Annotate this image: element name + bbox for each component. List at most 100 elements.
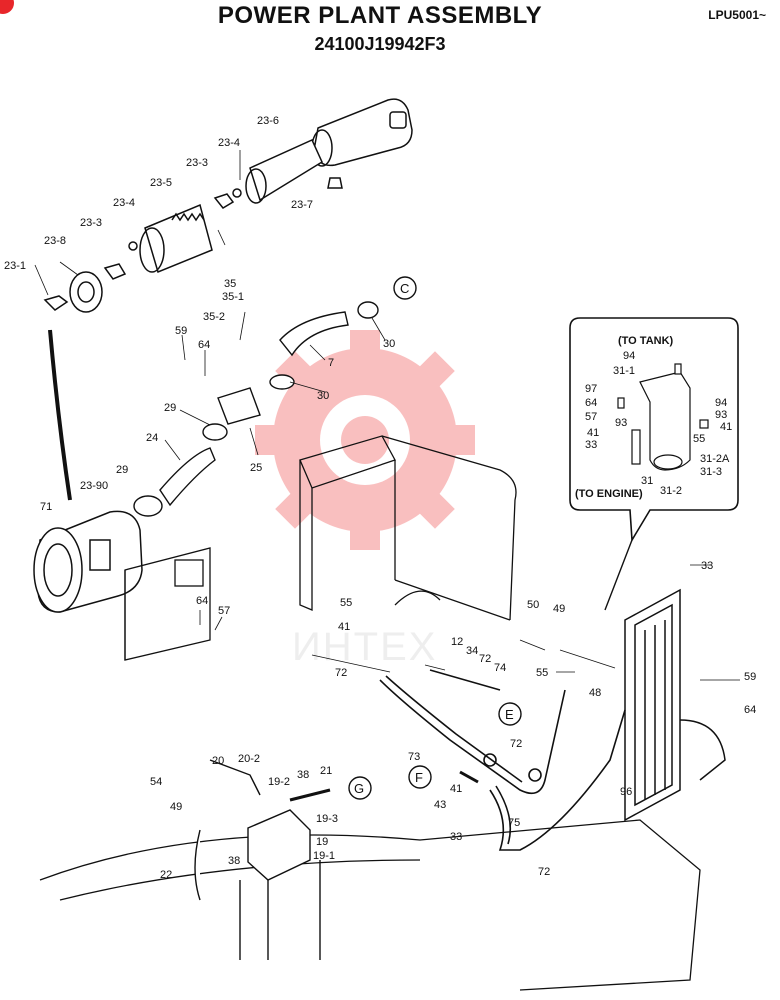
callout-f: F [408, 765, 432, 789]
leader-lines [34, 150, 740, 681]
intake-hose-23-90 [48, 329, 72, 501]
inset-label: 93 [715, 409, 727, 421]
part-label: 19 [316, 836, 328, 848]
svg-text:C: C [400, 281, 409, 296]
assembly-part-number: 24100J19942F3 [314, 34, 446, 54]
page-title: POWER PLANT ASSEMBLY [217, 2, 543, 29]
inset-label: 31-2A [700, 453, 730, 465]
part-label: 20-2 [238, 753, 260, 765]
intake-hoses [133, 301, 379, 517]
part-label: 23-4 [113, 197, 135, 209]
part-label: 64 [196, 595, 208, 607]
part-label: 7 [328, 357, 334, 369]
part-label: 22 [160, 869, 172, 881]
part-label: 33 [450, 831, 462, 843]
inset-label: 64 [585, 397, 597, 409]
inset-label: 93 [615, 417, 627, 429]
svg-text:G: G [354, 781, 364, 796]
page-reference: LPU5001~ [708, 8, 766, 22]
part-label: 38 [228, 855, 240, 867]
part-label: 72 [479, 653, 491, 665]
part-label: 48 [589, 687, 601, 699]
part-label: 35 [224, 278, 236, 290]
part-label: 55 [536, 667, 548, 679]
inset-label: 31-1 [613, 365, 635, 377]
part-label: 23-90 [80, 480, 108, 492]
part-label: 49 [553, 603, 565, 615]
part-label: 35-1 [222, 291, 244, 303]
part-label: 73 [408, 751, 420, 763]
part-label: 33 [701, 560, 713, 572]
inset-to-engine-label: (TO ENGINE) [575, 488, 643, 500]
part-label: 75 [508, 817, 520, 829]
inset-label: 57 [585, 411, 597, 423]
part-label: 12 [451, 636, 463, 648]
inset-label: 31-2 [660, 485, 682, 497]
inset-label: 41 [587, 427, 599, 439]
part-label: 74 [494, 662, 506, 674]
part-label: 25 [250, 462, 262, 474]
part-label: 19-2 [268, 776, 290, 788]
part-label: 49 [170, 801, 182, 813]
part-label: 38 [297, 769, 309, 781]
part-label: 41 [450, 783, 462, 795]
corner-tab-mark [0, 0, 14, 14]
part-label: 24 [146, 432, 158, 444]
svg-text:E: E [505, 707, 514, 722]
callout-e: E [498, 702, 522, 726]
part-label: 50 [527, 599, 539, 611]
svg-text:F: F [415, 770, 423, 785]
engine-71 [33, 510, 143, 613]
part-label: 57 [218, 605, 230, 617]
part-label: 19-3 [316, 813, 338, 825]
inset-label: 41 [720, 421, 732, 433]
inset-label: 94 [623, 350, 635, 362]
part-label: 30 [383, 338, 395, 350]
watermark-text: ИНТЕХ [292, 625, 437, 669]
part-label: 72 [510, 738, 522, 750]
part-label: 23-3 [80, 217, 102, 229]
part-label: 55 [340, 597, 352, 609]
inset-to-tank-label: (TO TANK) [618, 335, 674, 347]
part-label: 29 [164, 402, 176, 414]
inset-label: 94 [715, 397, 727, 409]
part-label: 72 [538, 866, 550, 878]
part-label: 64 [198, 339, 210, 351]
inset-label: 97 [585, 383, 597, 395]
air-cleaner-group [43, 98, 413, 313]
part-label: 29 [116, 464, 128, 476]
inset-label: 31-3 [700, 466, 722, 478]
part-label: 64 [744, 704, 756, 716]
part-label: 34 [466, 645, 478, 657]
part-label: 23-6 [257, 115, 279, 127]
part-label: 72 [335, 667, 347, 679]
inset-label: 31 [641, 475, 653, 487]
part-label: 35-2 [203, 311, 225, 323]
part-label: 23-4 [218, 137, 240, 149]
callout-c: C [393, 276, 417, 300]
reservoir-19-group [194, 759, 331, 960]
inset-label: 55 [693, 433, 705, 445]
part-label: 23-3 [186, 157, 208, 169]
part-label: 43 [434, 799, 446, 811]
part-label: 30 [317, 390, 329, 402]
part-label: 54 [150, 776, 162, 788]
part-label: 21 [320, 765, 332, 777]
part-label: 96 [620, 786, 632, 798]
fuel-filter-inset: (TO TANK) (TO ENGINE) 94 31-1 97 64 57 9… [569, 317, 739, 611]
part-label: 23-5 [150, 177, 172, 189]
part-labels: 23-1 23-8 23-3 23-4 23-5 23-3 23-4 23-6 … [4, 115, 756, 881]
part-label: 71 [40, 501, 52, 513]
part-label: 23-1 [4, 260, 26, 272]
part-label: 23-7 [291, 199, 313, 211]
inset-label: 33 [585, 439, 597, 451]
part-label: 41 [338, 621, 350, 633]
fuel-hoses [379, 669, 626, 851]
part-label: 59 [175, 325, 187, 337]
part-label: 23-8 [44, 235, 66, 247]
part-label: 20 [212, 755, 224, 767]
part-label: 19-1 [313, 850, 335, 862]
callout-g: G [348, 776, 372, 800]
